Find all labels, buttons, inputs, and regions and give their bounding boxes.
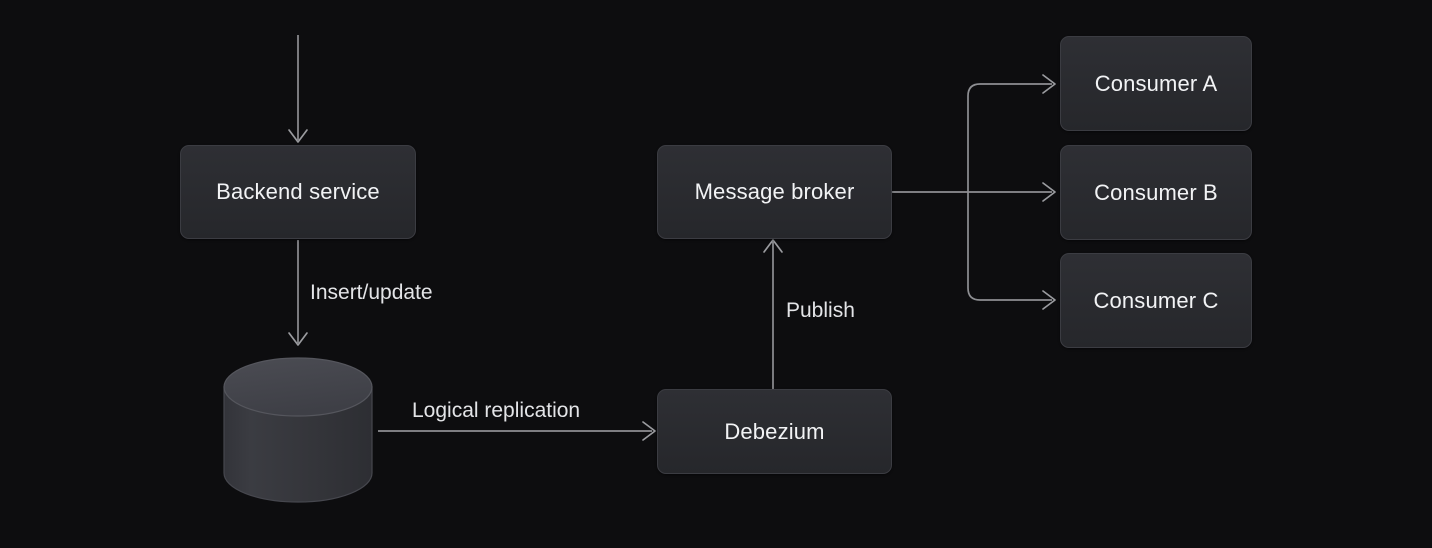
connector-debezium-to-broker: [763, 239, 783, 398]
connector-database-to-debezium: [378, 421, 656, 441]
connector-broker-to-consumer-a: [967, 74, 1056, 192]
node-backend-service[interactable]: Backend service: [180, 145, 416, 239]
edge-label-logical-replication: Logical replication: [412, 399, 581, 422]
connector-broker-to-consumer-b: [968, 182, 1056, 202]
database-cylinder: [223, 357, 373, 503]
node-backend-service-label: Backend service: [216, 179, 380, 204]
node-message-broker-label: Message broker: [694, 179, 855, 204]
node-consumer-c-label: Consumer C: [1093, 287, 1219, 313]
node-debezium[interactable]: Debezium: [657, 389, 892, 474]
node-consumer-b[interactable]: Consumer B: [1060, 145, 1252, 240]
connector-broker-to-consumer-c: [967, 192, 1056, 310]
connector-inbound-to-backend: [288, 35, 308, 143]
connector-backend-to-database: [288, 240, 308, 346]
node-message-broker[interactable]: Message broker: [657, 145, 892, 239]
edge-label-insert-update: Insert/update: [310, 281, 433, 304]
node-consumer-b-label: Consumer B: [1094, 179, 1218, 205]
node-consumer-c[interactable]: Consumer C: [1060, 253, 1252, 348]
node-consumer-a-label: Consumer A: [1094, 70, 1218, 96]
node-consumer-a[interactable]: Consumer A: [1060, 36, 1252, 131]
node-debezium-label: Debezium: [724, 418, 825, 444]
edge-label-publish: Publish: [786, 299, 855, 322]
